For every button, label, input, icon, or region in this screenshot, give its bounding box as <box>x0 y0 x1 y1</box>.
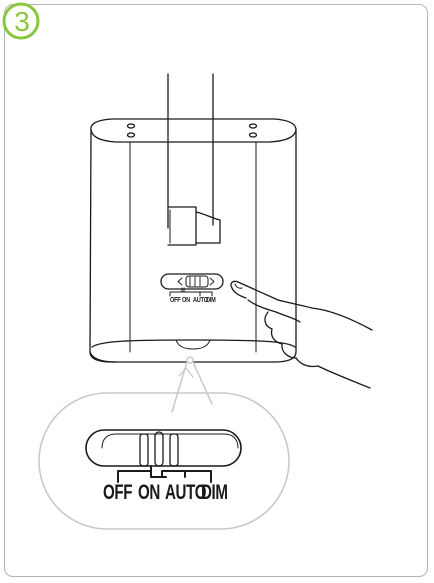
switch-slot-2 <box>169 433 179 467</box>
instruction-frame <box>4 4 428 577</box>
label-dim: DIM <box>201 481 228 504</box>
switch-slot-1 <box>139 433 149 467</box>
small-label-auto: AUTO <box>193 297 208 304</box>
label-off: OFF <box>103 481 133 504</box>
label-on: ON <box>138 481 160 504</box>
device-body <box>89 118 297 363</box>
callout-bubble <box>38 392 290 530</box>
step-number-icon <box>2 2 40 40</box>
step-number: 3 <box>14 6 30 37</box>
label-auto: AUTO <box>165 481 207 504</box>
switch-enlarged <box>85 429 242 467</box>
hand <box>230 280 373 331</box>
device-switch <box>160 273 224 290</box>
small-label-off: OFF <box>170 297 181 304</box>
small-label-on: ON <box>182 297 190 304</box>
small-label-dim: DIM <box>206 297 216 304</box>
switch-knob <box>154 431 164 467</box>
